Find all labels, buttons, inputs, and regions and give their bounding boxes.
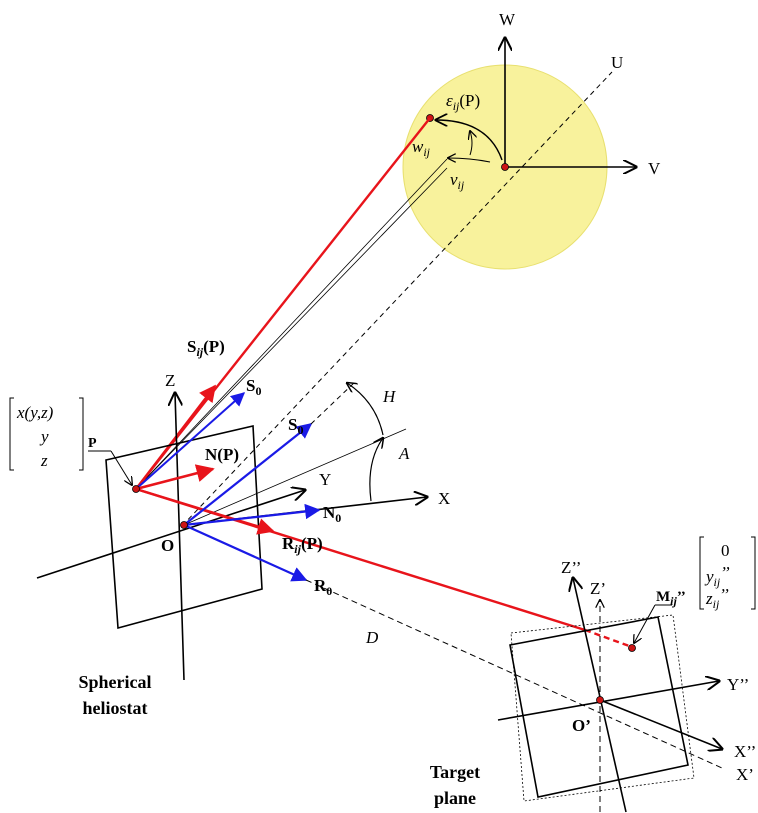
p-to-sun-line-1 (135, 158, 448, 490)
r0-label: R0 (314, 576, 332, 598)
origin-o-label: O (161, 536, 174, 555)
s-ij-label: Sij(P) (187, 337, 225, 359)
red-sun-ray (135, 117, 431, 490)
x-double-prime-label: X’’ (734, 742, 756, 761)
target-origin-label: O’ (572, 716, 591, 735)
n-p-vector (135, 464, 215, 491)
y-axis-label: Y (319, 470, 331, 489)
m-vector-right-bracket (751, 536, 756, 610)
z-prime-label: Z’ (590, 579, 606, 598)
m-vector-y: yij’’ (704, 563, 730, 589)
s0-dashed-extension (310, 380, 357, 425)
v-ij-label: vij (450, 170, 465, 192)
target-title-line2: plane (434, 788, 476, 808)
heliostat-title-line2: heliostat (83, 698, 148, 718)
p-vector-y: y (39, 427, 49, 446)
z-axis-label: Z (165, 371, 175, 390)
target-plane-dotted (510, 614, 695, 802)
m-ij-dot (628, 644, 636, 652)
h-angle-arc (347, 383, 384, 436)
s0-label-top: S0 (246, 376, 261, 398)
v-arc (448, 158, 491, 162)
sun-center-dot (501, 163, 509, 171)
epsilon-arc (436, 120, 503, 161)
u-axis (181, 71, 613, 527)
w-axis-label: W (499, 10, 516, 29)
target-origin-dot (596, 696, 604, 704)
heliostat-title-line1: Spherical (78, 672, 151, 692)
w-ij-label: wij (412, 137, 431, 159)
r0-dashed-extension (305, 579, 723, 769)
a-angle-arc (369, 438, 383, 502)
target-title-line1: Target (430, 762, 480, 782)
epsilon-label: εij(P) (446, 91, 480, 113)
y-double-prime-axis (497, 681, 719, 721)
z-double-prime-axis (573, 578, 627, 813)
s0-vector-p (135, 392, 246, 490)
x-axis-label: X (438, 489, 450, 508)
w-arc (470, 131, 472, 156)
s0-vector-o (183, 423, 313, 526)
heliostat-mirror (105, 425, 263, 630)
m-pointer-arrow (634, 604, 656, 643)
m-vector-zero: 0 (721, 541, 730, 560)
r0-vector (183, 523, 308, 582)
z-axis (175, 393, 185, 681)
point-p-label: P (88, 436, 97, 451)
x-prime-label: X’ (736, 765, 754, 784)
p-to-sun-line-2 (135, 167, 448, 490)
s-ij-arrow (135, 384, 217, 490)
h-angle-label: H (382, 387, 397, 406)
red-reflected-ray-dashed (584, 628, 633, 649)
z-double-prime-label: Z’’ (561, 558, 581, 577)
point-p-dot (132, 485, 140, 493)
target-plane (509, 616, 689, 798)
n0-label: N0 (323, 503, 341, 525)
d-distance-label: D (365, 628, 379, 647)
n-p-label: N(P) (205, 445, 239, 464)
m-vector-z: zij’’ (705, 585, 729, 611)
v-axis-label: V (648, 159, 661, 178)
a-angle-label: A (398, 444, 410, 463)
r-ij-label: Rij(P) (282, 534, 323, 556)
p-pointer-arrow (110, 450, 132, 485)
origin-o-dot (180, 521, 188, 529)
s0-label-mid: S0 (288, 415, 303, 437)
n0-vector (183, 503, 321, 527)
p-vector-x: x(y,z) (16, 403, 54, 422)
horizontal-projection-line (183, 428, 407, 526)
x-double-prime-axis (599, 699, 722, 749)
u-axis-label: U (611, 53, 623, 72)
y-double-prime-label: Y’’ (727, 675, 749, 694)
m-ij-label: Mij’’ (656, 589, 686, 608)
p-vector-right-bracket (79, 397, 84, 471)
y-axis (36, 490, 305, 579)
m-vector-left-bracket (699, 536, 704, 610)
p-vector-z: z (40, 451, 48, 470)
p-vector-left-bracket (9, 397, 14, 471)
